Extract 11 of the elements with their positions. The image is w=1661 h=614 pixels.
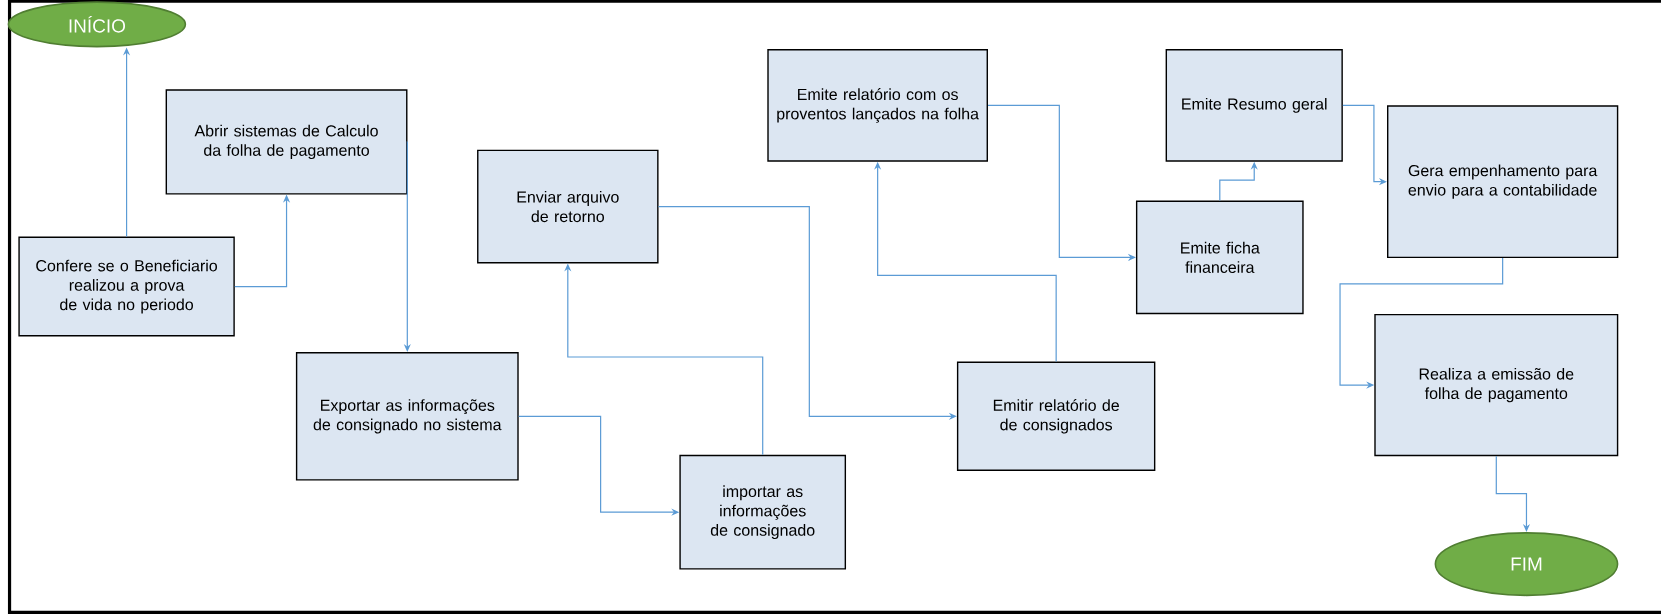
process-box: Emite relatório com os proventos lançados na folha — [767, 48, 988, 162]
process-box: importar as informações de consignado — [679, 454, 847, 570]
process-box: Confere se o Beneficiario realizou a prova de vida no periodo — [18, 236, 235, 337]
process-box: Abrir sistemas de Calculo da folha de pagamento — [165, 89, 408, 195]
process-box: Exportar as informações de consignado no sistema — [295, 351, 519, 481]
process-box: Emite ficha financeira — [1135, 200, 1304, 315]
process-box: Gera empenhamento para envio para a contabilidade — [1387, 105, 1619, 258]
process-box: Emite Resumo geral — [1165, 48, 1343, 162]
process-box: Emitir relatório de de consignados — [956, 361, 1156, 471]
process-box: Realiza a emissão de folha de pagamento — [1374, 313, 1619, 456]
process-box: Enviar arquivo de retorno — [477, 149, 659, 264]
